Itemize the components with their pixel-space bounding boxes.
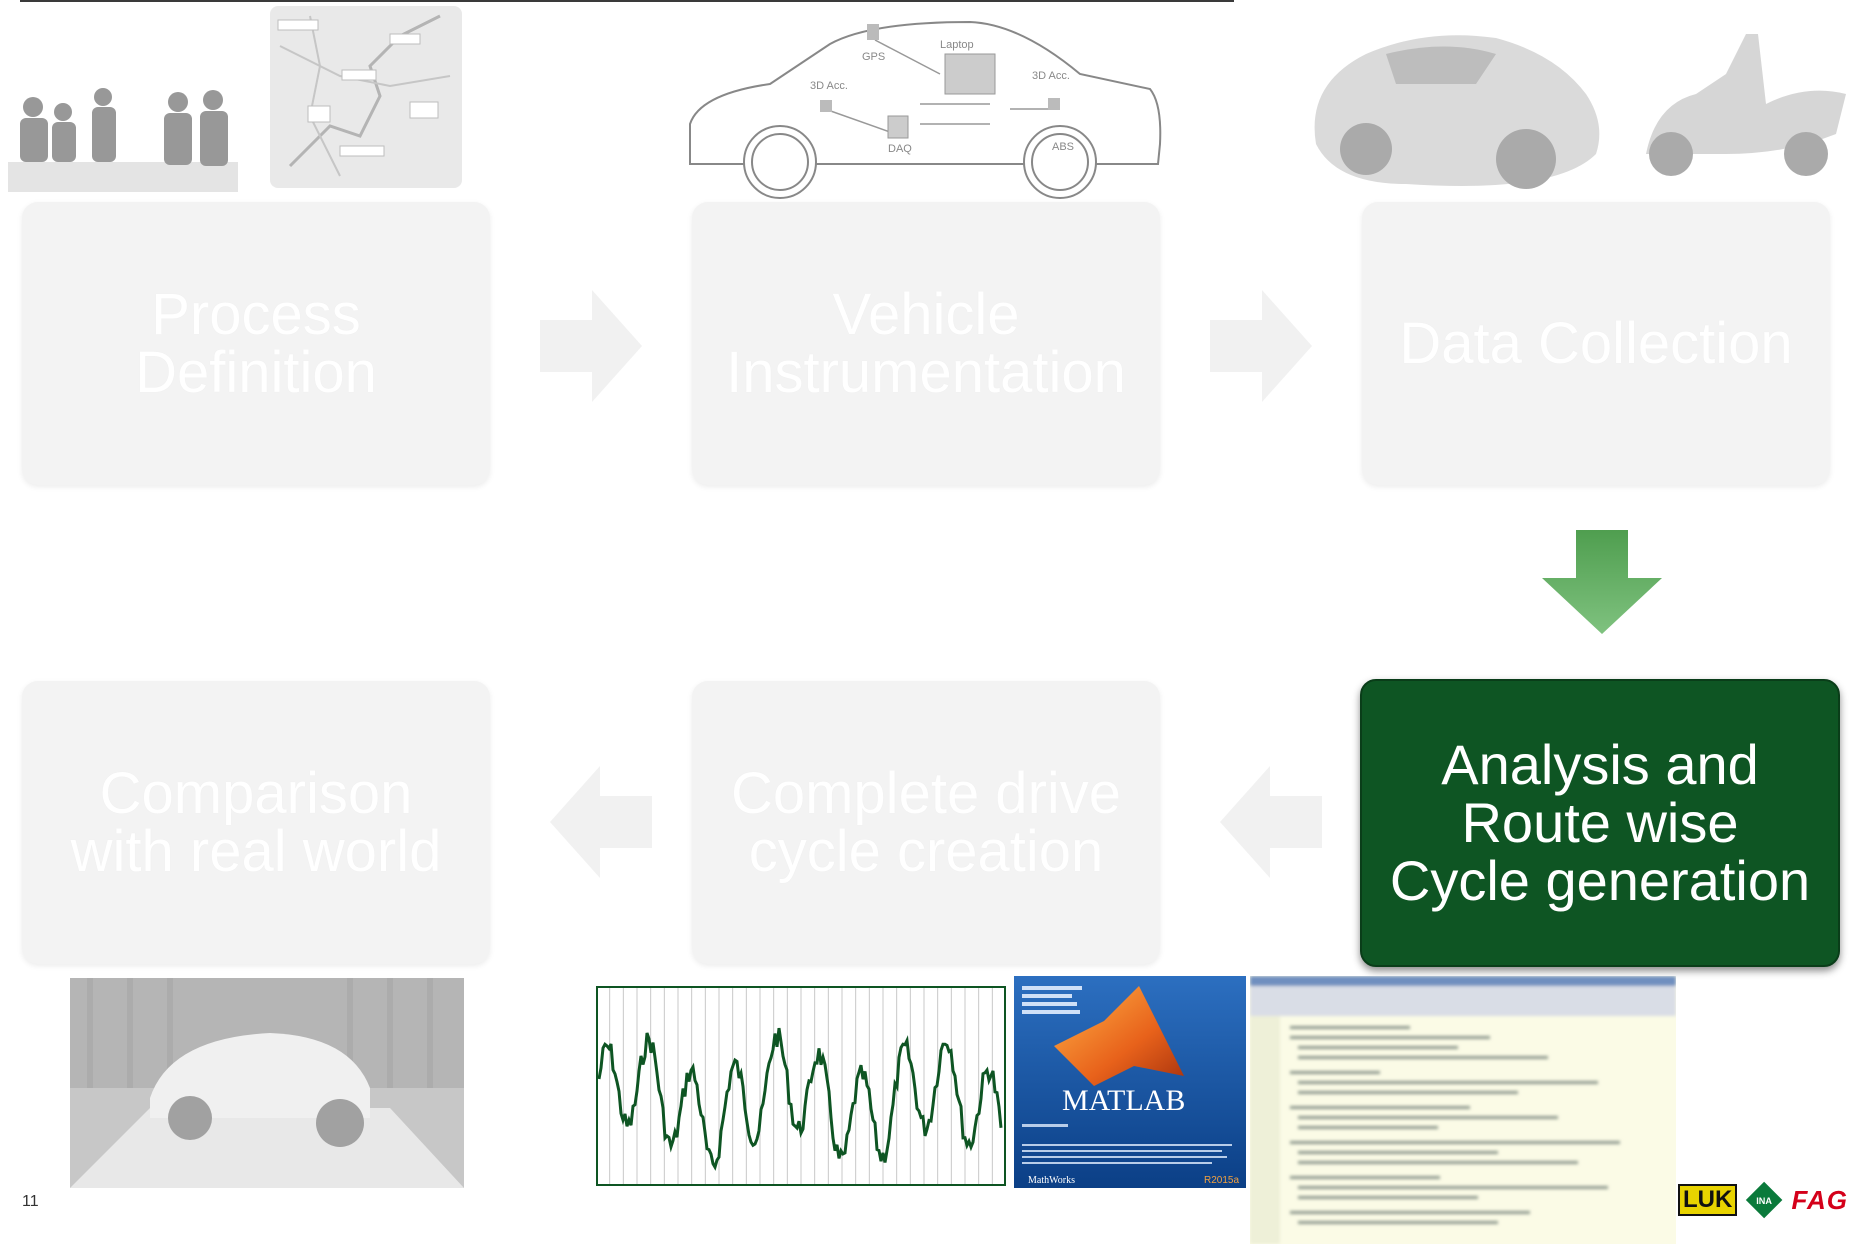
matlab-product-label: MATLAB xyxy=(1062,1084,1185,1117)
laptop-label: Laptop xyxy=(940,39,974,51)
code-editor-screenshot xyxy=(1250,976,1676,1244)
company-logos: LUK INA FAG xyxy=(1678,1174,1848,1226)
arrow-down-icon xyxy=(1542,530,1662,634)
step-process-definition: Process Definition xyxy=(22,202,490,485)
matlab-splash-image: MATLAB MathWorks R2015a xyxy=(1014,976,1246,1188)
vehicle-instrumentation-diagram: GPS Laptop 3D Acc. 3D Acc. DAQ ABS xyxy=(689,20,1162,199)
ina-logo: INA xyxy=(1746,1181,1783,1219)
step-analysis-label: Analysis and Route wise Cycle generation xyxy=(1389,732,1811,913)
arrow-right-icon xyxy=(540,290,642,402)
drive-cycle-chart xyxy=(596,986,1006,1186)
step-complete-cycle-label: Complete drive cycle creation xyxy=(730,760,1122,884)
step-comparison: Comparison with real world xyxy=(22,681,490,964)
slide-number: 11 xyxy=(22,1193,39,1210)
step-data-collection: Data Collection xyxy=(1362,202,1830,485)
step-vehicle-instrumentation: Vehicle Instrumentation xyxy=(692,202,1160,485)
route-map-image xyxy=(270,6,462,188)
step-data-collection-label: Data Collection xyxy=(1399,310,1793,376)
matlab-version-label: R2015a xyxy=(1204,1175,1239,1186)
arrow-left-icon xyxy=(1220,766,1322,878)
test-bench-car-image xyxy=(70,978,464,1188)
acc-left-label: 3D Acc. xyxy=(810,80,848,92)
fag-logo: FAG xyxy=(1791,1184,1848,1215)
step-analysis-active: Analysis and Route wise Cycle generation xyxy=(1360,679,1840,967)
step-comparison-label: Comparison with real world xyxy=(70,760,442,884)
gps-label: GPS xyxy=(862,51,885,63)
step-complete-cycle: Complete drive cycle creation xyxy=(692,681,1160,964)
arrow-right-icon xyxy=(1210,290,1312,402)
arrow-left-icon xyxy=(550,766,652,878)
acc-right-label: 3D Acc. xyxy=(1032,70,1070,82)
daq-label: DAQ xyxy=(888,143,912,155)
ina-logo-text: INA xyxy=(1757,1196,1773,1206)
car-scooter-image xyxy=(1314,34,1846,189)
top-rule xyxy=(20,0,1234,2)
luk-logo: LUK xyxy=(1678,1184,1738,1216)
abs-label: ABS xyxy=(1052,141,1074,153)
step-process-definition-label: Process Definition xyxy=(135,281,377,405)
matlab-vendor-label: MathWorks xyxy=(1028,1175,1075,1186)
meeting-people-image xyxy=(8,88,238,192)
step-vehicle-instrumentation-label: Vehicle Instrumentation xyxy=(726,281,1126,405)
